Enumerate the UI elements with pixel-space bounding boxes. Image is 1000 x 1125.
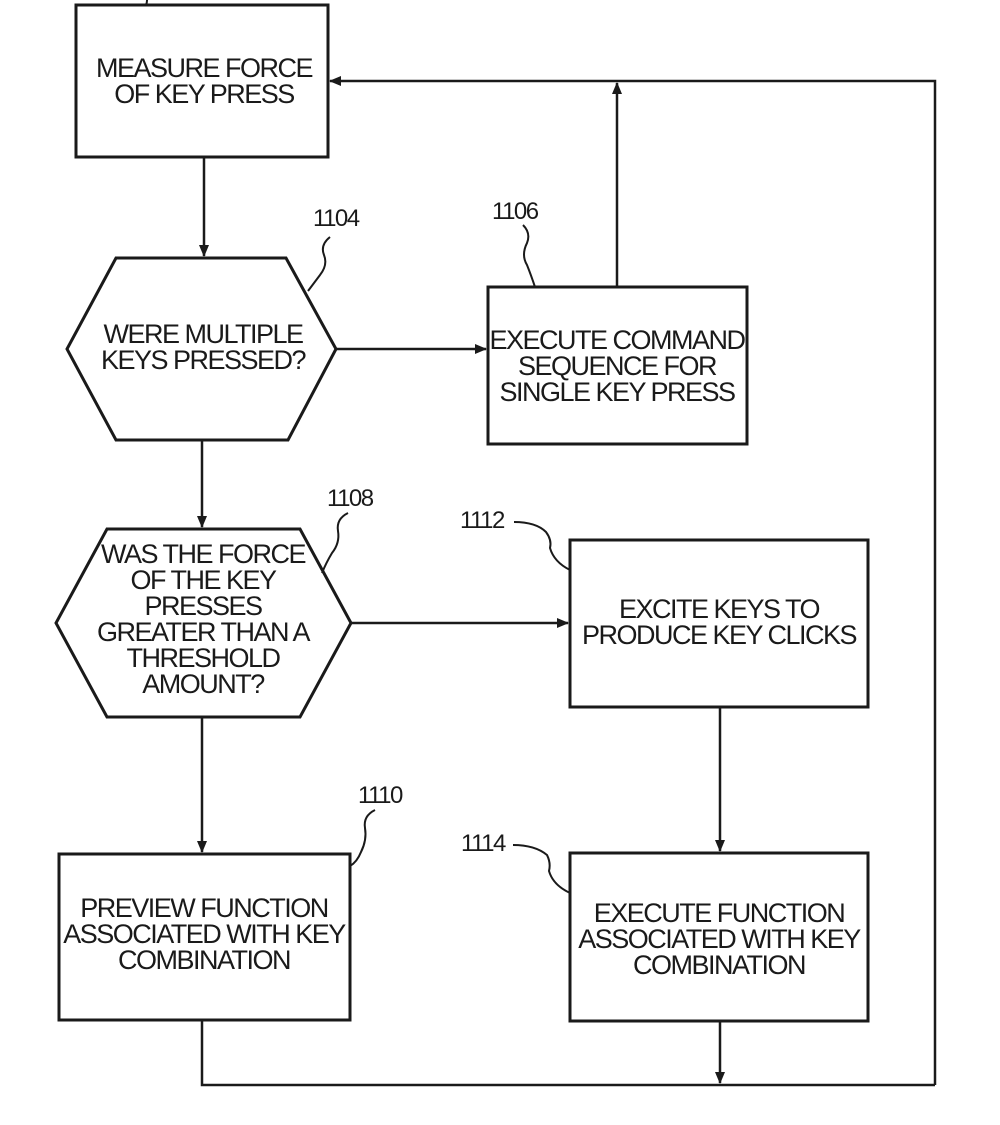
node-label: EXECUTE COMMAND [489, 325, 745, 355]
lead-line-1104 [307, 236, 331, 292]
node-label: SEQUENCE FOR [518, 351, 717, 381]
process-box-1106 [486, 285, 749, 446]
node-label: EXECUTE FUNCTION [594, 898, 845, 928]
node-label: AMOUNT? [142, 669, 265, 699]
node-label: KEYS PRESSED? [101, 345, 307, 375]
node-execute-function: EXECUTE FUNCTION ASSOCIATED WITH KEY COM… [461, 830, 870, 1023]
lead-line-1112 [513, 521, 571, 571]
node-label: PREVIEW FUNCTION [80, 893, 328, 923]
reference-numeral: 1104 [313, 205, 360, 232]
decision-hexagon-1104 [65, 256, 338, 442]
node-force-threshold-decision: WAS THE FORCE OF THE KEY PRESSES GREATER… [54, 485, 375, 719]
lead-line-1106 [522, 224, 536, 288]
node-label: OF THE KEY [130, 565, 277, 595]
process-box-1110 [57, 852, 352, 1022]
node-label: THRESHOLD [126, 643, 280, 673]
node-label: OF KEY PRESS [114, 79, 294, 109]
decision-hexagon-1108 [54, 527, 353, 719]
node-label: EXCITE KEYS TO [619, 594, 820, 624]
reference-numeral: 1114 [461, 830, 506, 857]
node-label: ASSOCIATED WITH KEY [578, 924, 861, 954]
lead-line-1108 [321, 512, 349, 574]
node-label: PRESSES [144, 591, 262, 621]
node-preview-function: PREVIEW FUNCTION ASSOCIATED WITH KEY COM… [57, 782, 404, 1022]
edge-return-loop [329, 76, 937, 1085]
node-multiple-keys-decision: WERE MULTIPLE KEYS PRESSED? 1104 [65, 205, 361, 442]
node-label: SINGLE KEY PRESS [499, 377, 735, 407]
node-label: COMBINATION [118, 945, 290, 975]
process-box-1114 [568, 851, 870, 1023]
node-single-key-command: EXECUTE COMMAND SEQUENCE FOR SINGLE KEY … [486, 198, 749, 446]
reference-numeral: 1108 [327, 485, 374, 512]
lead-line-1110 [349, 809, 376, 867]
node-label: COMBINATION [633, 950, 805, 980]
node-excite-keys: EXCITE KEYS TO PRODUCE KEY CLICKS 1112 [460, 507, 870, 709]
edge-1110-return [200, 1020, 935, 1087]
node-label: GREATER THAN A [97, 617, 311, 647]
connectors [197, 76, 937, 1087]
node-label: WERE MULTIPLE [103, 319, 303, 349]
node-label: PRODUCE KEY CLICKS [582, 620, 857, 650]
reference-numeral: 1106 [492, 198, 539, 225]
node-label: ASSOCIATED WITH KEY [63, 919, 346, 949]
node-label: WAS THE FORCE [101, 539, 306, 569]
node-label: MEASURE FORCE [96, 53, 313, 83]
process-box-1102 [74, 3, 330, 159]
lead-line-1114 [512, 844, 571, 894]
process-box-1112 [568, 538, 870, 709]
reference-numeral: 1110 [358, 782, 403, 809]
node-measure-force: MEASURE FORCE OF KEY PRESS [74, 0, 330, 159]
reference-numeral: 1112 [460, 507, 505, 534]
